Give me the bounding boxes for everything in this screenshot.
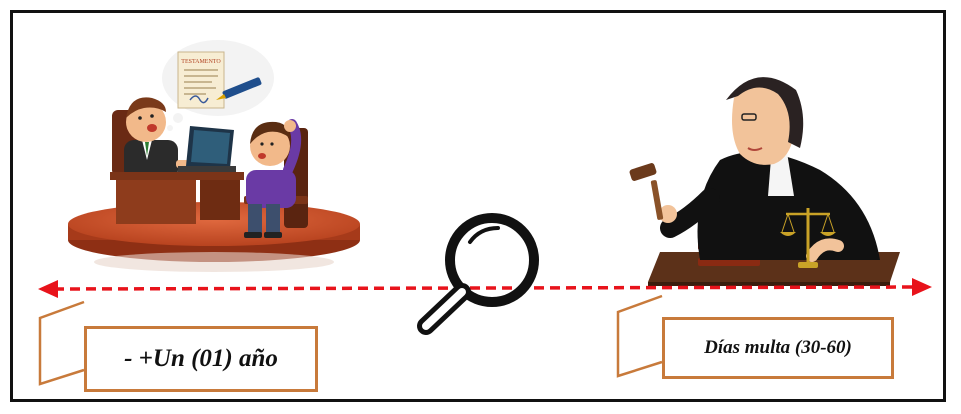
gavel-icon bbox=[629, 163, 664, 220]
timeline-arrow bbox=[38, 278, 932, 298]
document-title: TESTAMENTO bbox=[181, 59, 221, 65]
right-bracket bbox=[616, 294, 663, 378]
notary-office-illustration: TESTAMENTO bbox=[68, 40, 360, 272]
judge-illustration bbox=[629, 77, 900, 286]
left-bracket bbox=[38, 300, 85, 386]
thought-bubble: TESTAMENTO bbox=[162, 40, 274, 131]
scales-of-justice-icon bbox=[780, 208, 836, 268]
client-figure bbox=[244, 119, 308, 238]
judge-figure bbox=[659, 77, 880, 262]
magnifying-glass-icon bbox=[417, 213, 539, 335]
notary-figure bbox=[124, 97, 190, 180]
penalty-label-left: - +Un (01) año bbox=[84, 326, 318, 392]
penalty-label-right: Días multa (30-60) bbox=[662, 317, 894, 379]
laptop bbox=[178, 126, 236, 172]
